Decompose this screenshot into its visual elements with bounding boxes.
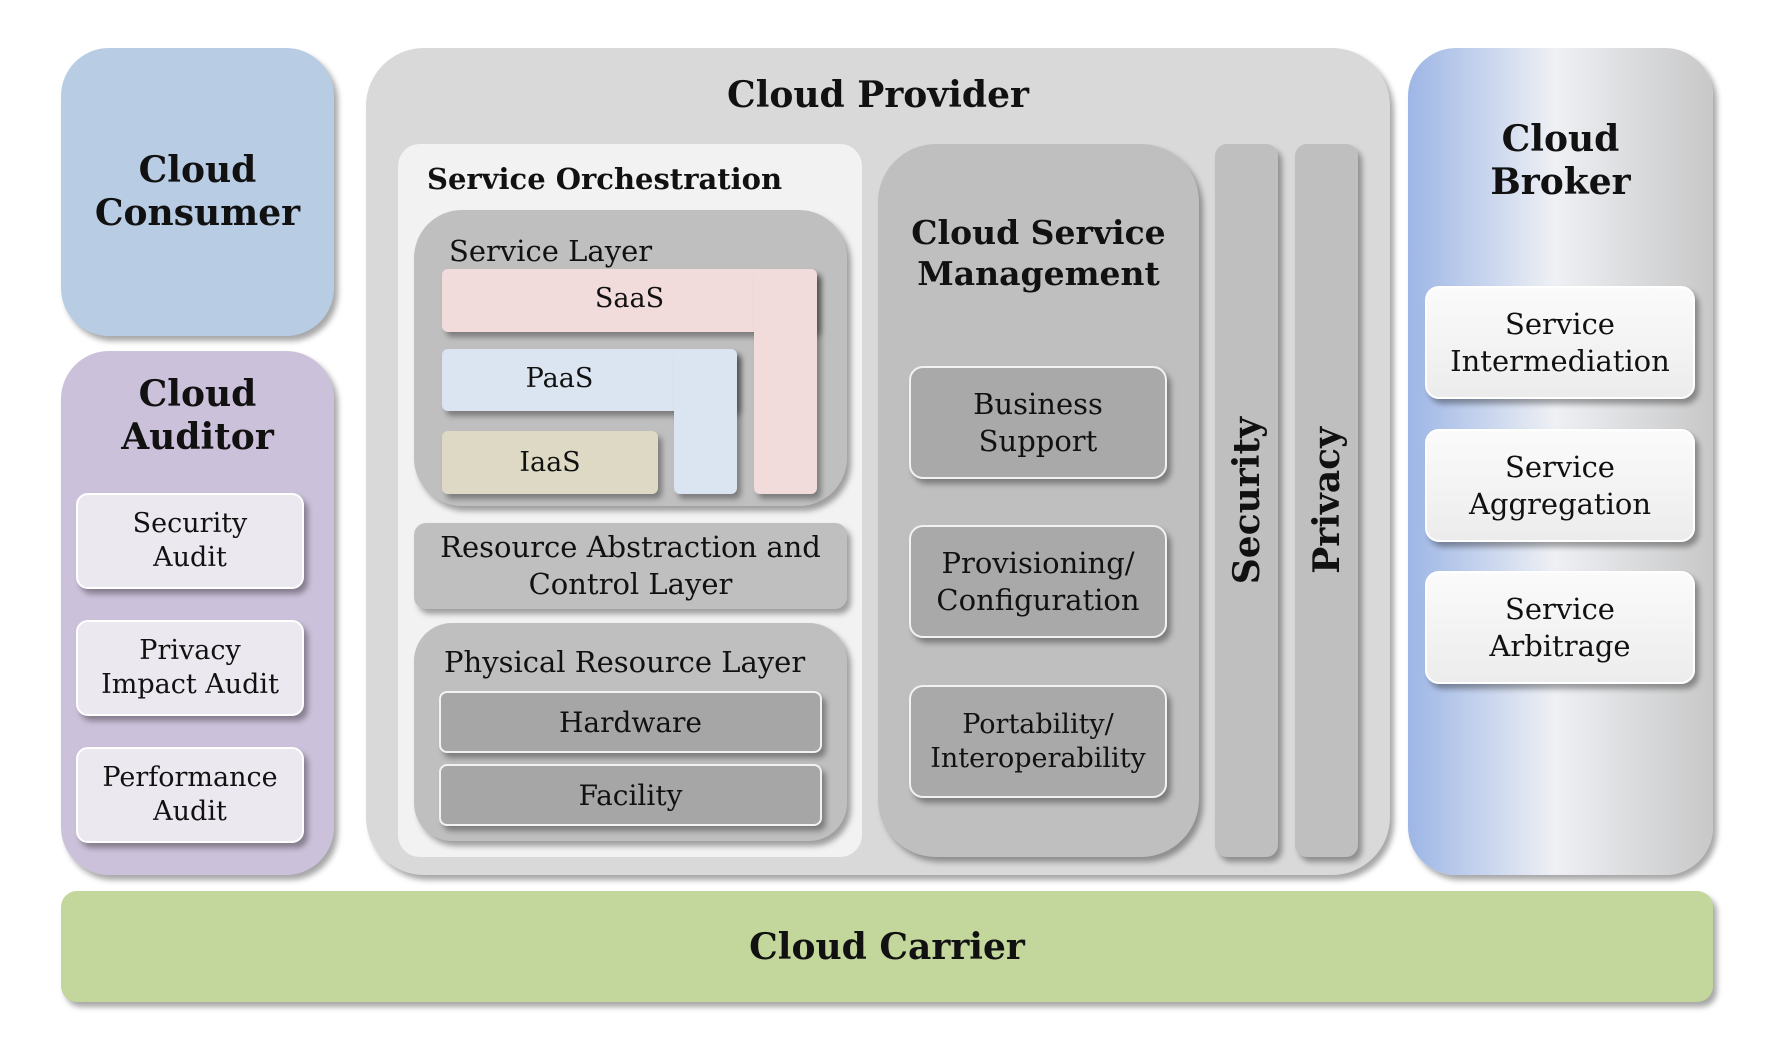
cloud-consumer-box: Cloud Consumer	[61, 48, 334, 336]
hardware-box: Hardware	[439, 691, 822, 753]
cloud-auditor-box: Cloud Auditor Security Audit Privacy Imp…	[61, 351, 334, 875]
facility-label: Facility	[578, 778, 683, 812]
cloud-carrier-bar: Cloud Carrier	[61, 891, 1713, 1002]
portability-interoperability: Portability/ Interoperability	[909, 685, 1167, 798]
service-orchestration-panel: Service Orchestration Service Layer SaaS…	[398, 144, 862, 857]
security-column: Security	[1215, 144, 1278, 857]
saas-label: SaaS	[594, 283, 665, 314]
cloud-consumer-title-line2: Consumer	[94, 192, 301, 234]
paas-label: PaaS	[525, 363, 594, 394]
service-intermediation: Service Intermediation	[1425, 286, 1695, 399]
cloud-carrier-title: Cloud Carrier	[749, 925, 1025, 968]
privacy-label: Privacy	[1305, 427, 1348, 574]
cloud-provider-title: Cloud Provider	[727, 74, 1029, 116]
privacy-impact-audit: Privacy Impact Audit	[76, 620, 304, 716]
facility-box: Facility	[439, 764, 822, 826]
cloud-auditor-title: Cloud Auditor	[121, 373, 274, 458]
service-layer-title: Service Layer	[449, 234, 653, 268]
security-audit: Security Audit	[76, 493, 304, 589]
resource-abstraction-layer: Resource Abstraction and Control Layer	[414, 523, 847, 609]
physical-resource-layer: Physical Resource Layer Hardware Facilit…	[414, 623, 847, 841]
hardware-label: Hardware	[558, 705, 703, 739]
cloud-consumer-title-line1: Cloud	[138, 149, 257, 191]
privacy-column: Privacy	[1295, 144, 1358, 857]
security-label: Security	[1225, 416, 1268, 585]
cloud-service-management-box: Cloud Service Management Business Suppor…	[878, 144, 1199, 857]
service-layer-box: Service Layer SaaS PaaS IaaS	[414, 210, 847, 506]
service-orchestration-title: Service Orchestration	[427, 162, 783, 196]
saas-vertical	[754, 269, 817, 494]
business-support: Business Support	[909, 366, 1167, 479]
cloud-service-management-title: Cloud Service Management	[911, 213, 1166, 293]
cloud-broker-box: Cloud Broker Service Intermediation Serv…	[1408, 48, 1713, 875]
iaas-label: IaaS	[519, 447, 581, 478]
physical-resource-layer-title: Physical Resource Layer	[444, 645, 806, 679]
performance-audit: Performance Audit	[76, 747, 304, 843]
cloud-broker-title: Cloud Broker	[1490, 118, 1631, 203]
service-arbitrage: Service Arbitrage	[1425, 571, 1695, 684]
service-aggregation: Service Aggregation	[1425, 429, 1695, 542]
paas-vertical	[674, 349, 737, 494]
provisioning-configuration: Provisioning/ Configuration	[909, 525, 1167, 638]
iaas-box: IaaS	[442, 431, 658, 494]
cloud-provider-box: Cloud Provider Service Orchestration Ser…	[366, 48, 1390, 875]
